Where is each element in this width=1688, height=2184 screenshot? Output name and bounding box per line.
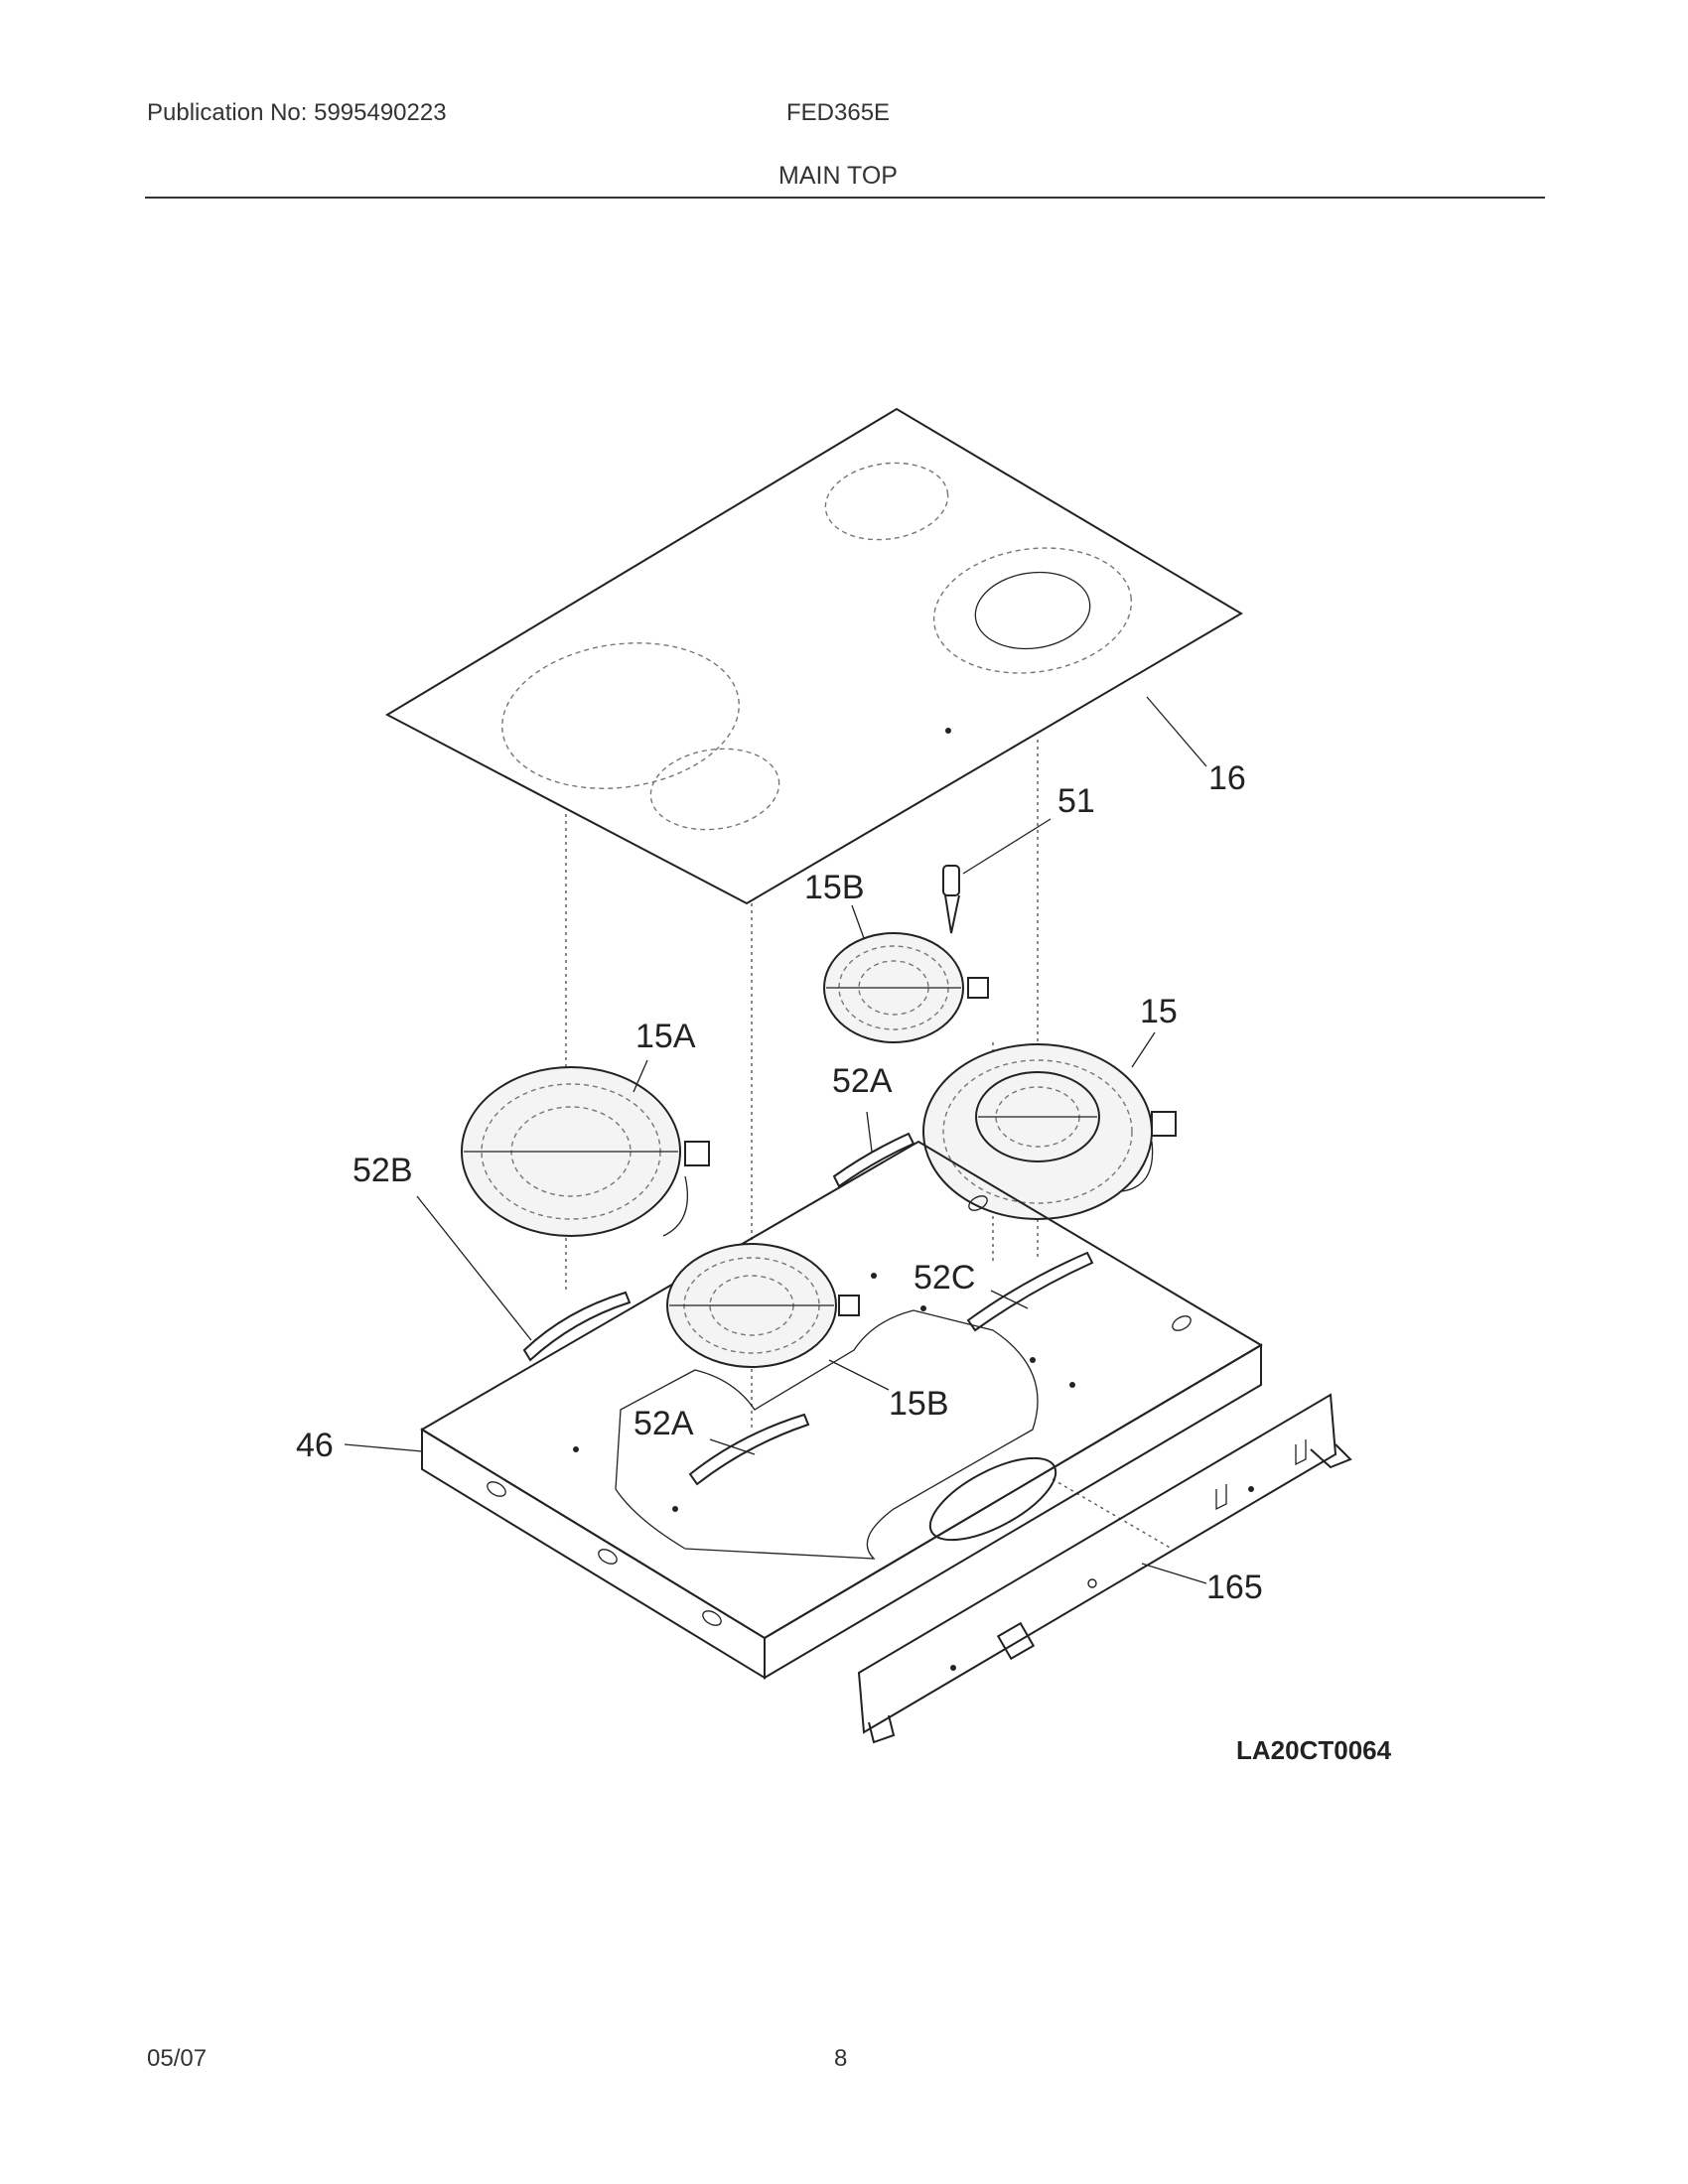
callout-15B-bottom: 15B (889, 1385, 949, 1423)
leader-lines (344, 696, 1207, 1584)
footer-date: 05/07 (147, 2045, 208, 2072)
callout-15: 15 (1140, 993, 1178, 1030)
callout-15A: 15A (635, 1018, 696, 1055)
model-number: FED365E (786, 99, 891, 126)
dual-radiant-element-part-15 (922, 1043, 1177, 1220)
callout-52B: 52B (352, 1152, 413, 1189)
header-divider (145, 197, 1545, 199)
radiant-element-part-15A (461, 1066, 710, 1237)
bracket-part-52A-bottom (688, 1413, 810, 1486)
callout-52C: 52C (914, 1259, 975, 1297)
limit-switch-part-51 (942, 818, 1052, 934)
radiant-element-part-15B-bottom (666, 1243, 860, 1368)
radiant-element-part-15B-top (823, 932, 989, 1043)
support-brackets (522, 1132, 1094, 1486)
glass-cooktop-part-16 (384, 407, 1243, 905)
page-number: 8 (834, 2045, 848, 2072)
callout-52A-top: 52A (832, 1062, 893, 1100)
callout-15B-top: 15B (804, 869, 865, 906)
section-title: MAIN TOP (778, 162, 898, 190)
bracket-part-52C (966, 1251, 1094, 1332)
publication-number: Publication No: 5995490223 (147, 99, 447, 126)
bracket-part-52B (522, 1291, 632, 1362)
callout-46: 46 (296, 1427, 334, 1464)
callout-165: 165 (1206, 1569, 1263, 1606)
callout-16: 16 (1208, 759, 1246, 797)
callout-51: 51 (1057, 782, 1095, 820)
callout-52A-bottom: 52A (633, 1405, 694, 1442)
bracket-part-52A-top (832, 1132, 915, 1188)
drawing-number: LA20CT0064 (1236, 1735, 1392, 1765)
front-frame-bracket-part-165 (857, 1393, 1352, 1744)
burner-box-part-46 (420, 1140, 1263, 1680)
